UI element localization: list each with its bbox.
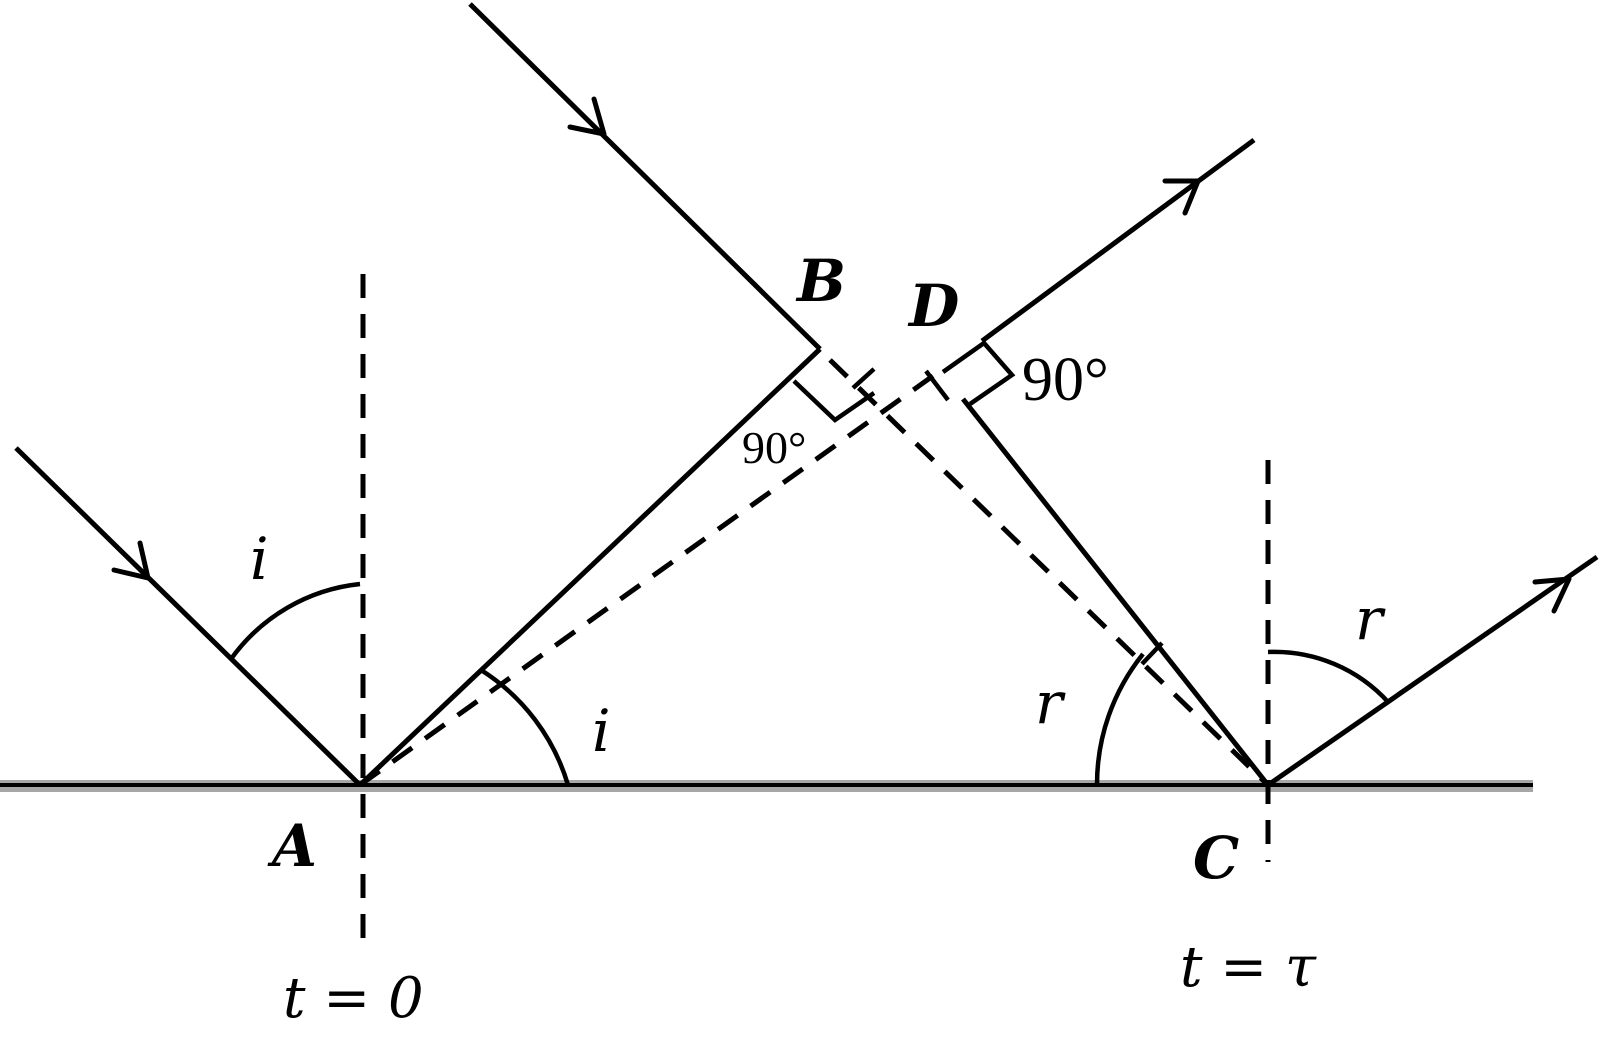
angle-arc-i-wavefront	[479, 668, 571, 786]
right-angle-label-d: 90°	[1022, 346, 1109, 414]
incident-ray-2-arrow	[567, 96, 607, 137]
reflected-ray-1	[980, 137, 1256, 344]
angle-label-i-wavefront: i	[592, 697, 611, 765]
right-angle-label-b: 90°	[742, 422, 806, 473]
reflected-ray-2	[1266, 554, 1599, 788]
incident-ray-1	[14, 446, 362, 787]
incident-ray-1-arrow	[111, 540, 151, 581]
right-angle-marker-b	[792, 379, 876, 423]
angle-label-i-incident: i	[250, 525, 269, 593]
time-label-start: t = 0	[283, 966, 424, 1031]
angle-arc-r-reflected	[1267, 649, 1391, 705]
reflected-ray-1-arrow	[1162, 178, 1201, 216]
tick-mark-ad	[924, 369, 950, 402]
time-label-end: t = τ	[1180, 935, 1317, 1000]
incident-wavefront-ab	[358, 347, 822, 787]
angle-arc-r-wavefront	[1094, 652, 1145, 786]
point-label-c: C	[1193, 824, 1239, 892]
reflected-wavefront-dc	[961, 397, 1270, 787]
path-ad	[358, 370, 939, 788]
path-bc	[828, 358, 1270, 787]
point-label-b: B	[795, 247, 846, 315]
tick-mark-dc	[1140, 641, 1164, 666]
tick-mark-bc	[851, 367, 876, 390]
point-label-d: D	[907, 272, 959, 340]
angle-label-r-wavefront: r	[1035, 669, 1066, 737]
point-label-a: A	[267, 812, 317, 880]
incident-ray-2	[468, 2, 822, 351]
angle-arc-i-incident	[229, 581, 361, 661]
reflecting-surface	[0, 780, 1533, 792]
right-angle-marker-d	[941, 339, 1016, 406]
angle-label-r-reflected: r	[1355, 585, 1386, 653]
reflected-ray-2-arrow	[1532, 576, 1572, 614]
